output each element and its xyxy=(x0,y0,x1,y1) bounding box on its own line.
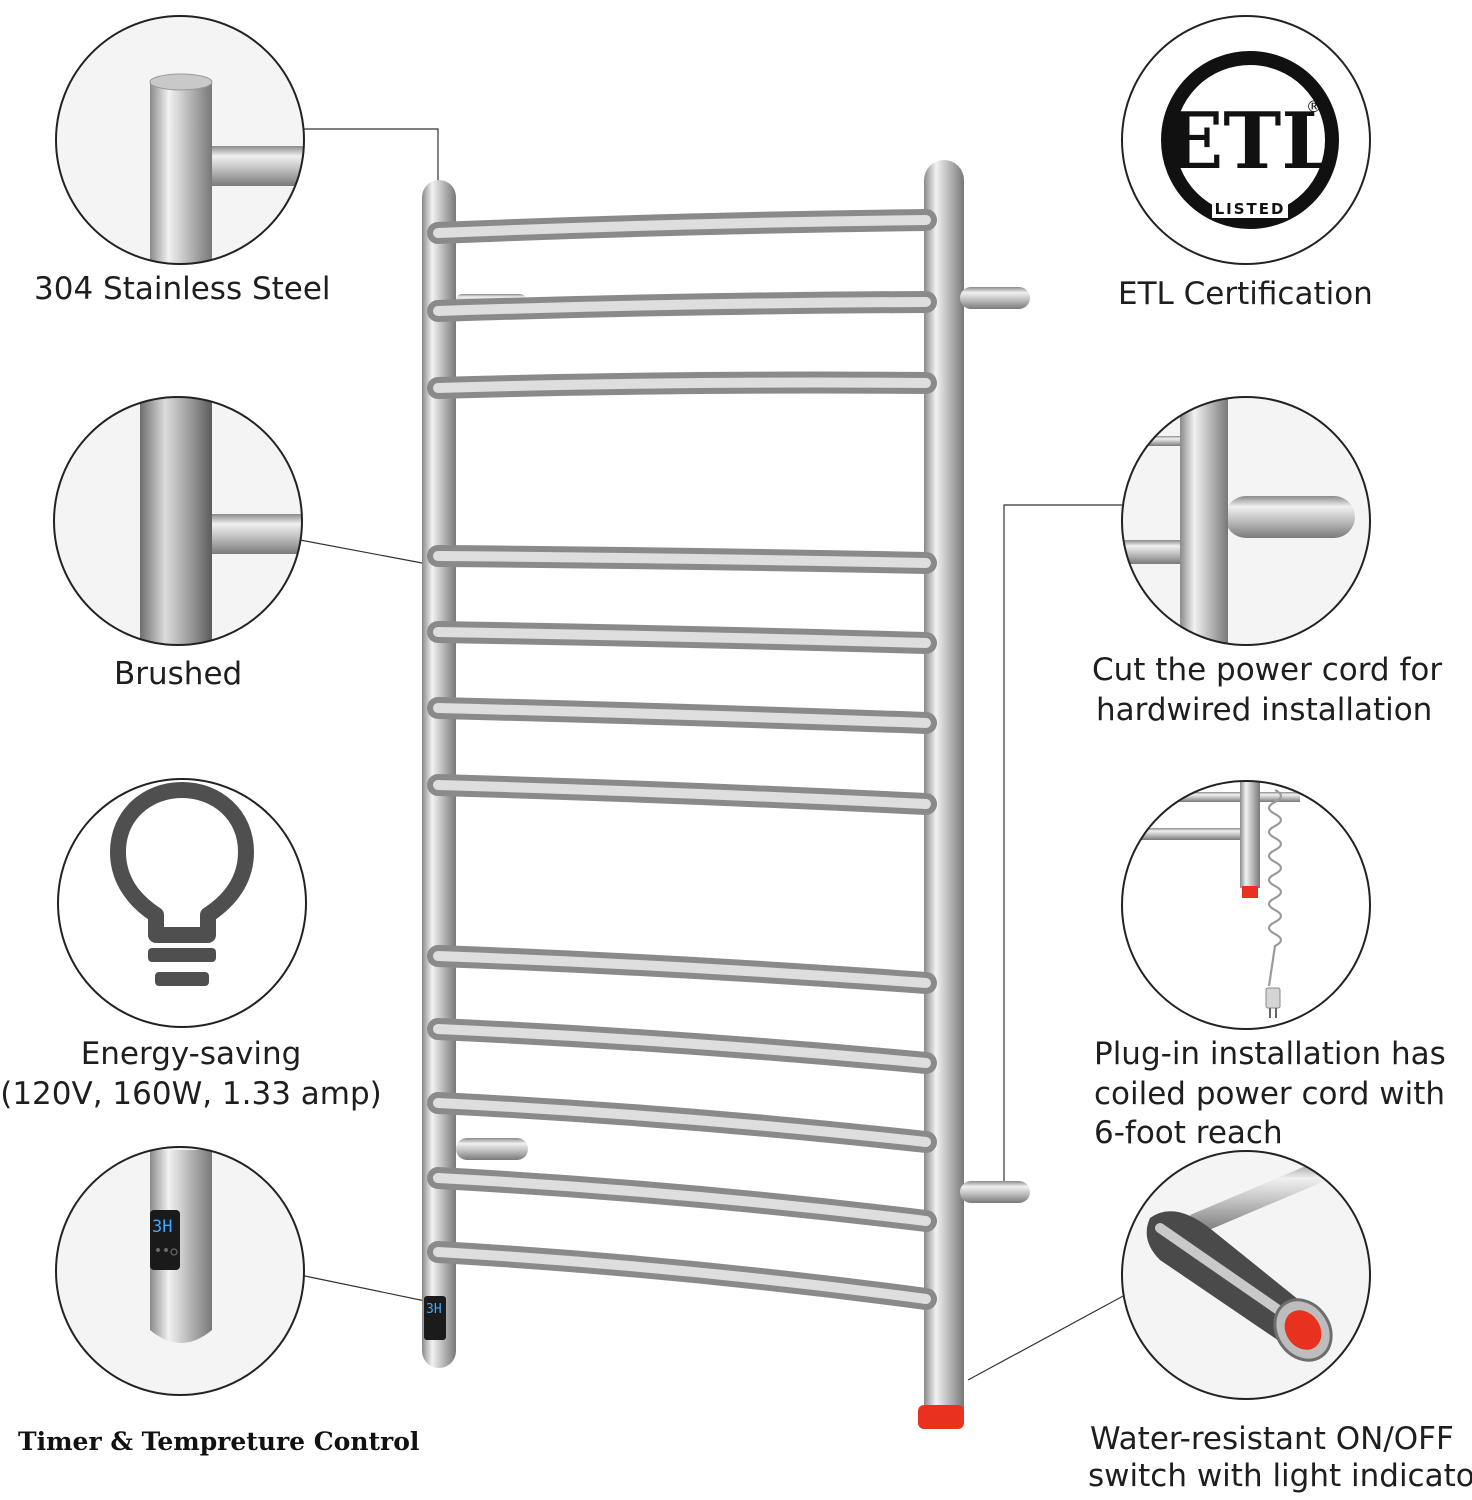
switch-label-line1: Water-resistant ON/OFF xyxy=(1090,1421,1454,1457)
energy-label-line1: Energy-saving xyxy=(80,1036,302,1072)
steel-detail-circle xyxy=(56,16,304,264)
rack-rails xyxy=(427,209,937,1310)
towel-warmer-rack: 3H xyxy=(422,160,1030,1429)
etl-logo: ETL LISTED ® xyxy=(1121,15,1371,265)
rack-display-readout: 3H xyxy=(426,1302,442,1317)
timer-detail-circle: 3H xyxy=(56,1147,304,1395)
etl-listed-text: LISTED xyxy=(1215,200,1286,218)
connector-lines xyxy=(263,128,1126,1381)
hardwire-detail-circle xyxy=(1122,397,1370,645)
hardwire-label-line1: Cut the power cord for xyxy=(1092,652,1443,688)
lightbulb-icon xyxy=(57,778,307,1028)
registered-mark: ® xyxy=(1306,97,1322,116)
steel-label: 304 Stainless Steel xyxy=(34,271,331,307)
timer-display-readout: 3H xyxy=(152,1217,172,1237)
switch-label-line2: switch with light indicator xyxy=(1088,1458,1472,1494)
switch-detail-circle xyxy=(1122,1151,1370,1399)
plugin-label-line1: Plug-in installation has xyxy=(1094,1036,1446,1072)
brushed-detail-circle xyxy=(54,397,302,645)
plugin-label-line2: coiled power cord with xyxy=(1094,1076,1446,1112)
plugin-detail-circle xyxy=(1122,781,1370,1029)
hardwire-label-line2: hardwired installation xyxy=(1096,692,1433,728)
plugin-label-line3: 6-foot reach xyxy=(1094,1115,1283,1151)
energy-label-line2: (120V, 160W, 1.33 amp) xyxy=(0,1076,382,1112)
etl-logo-letters: ETL xyxy=(1164,96,1336,187)
timer-label: Timer & Tempreture Control xyxy=(18,1427,420,1456)
brushed-label: Brushed xyxy=(114,656,243,692)
etl-label: ETL Certification xyxy=(1118,276,1373,312)
